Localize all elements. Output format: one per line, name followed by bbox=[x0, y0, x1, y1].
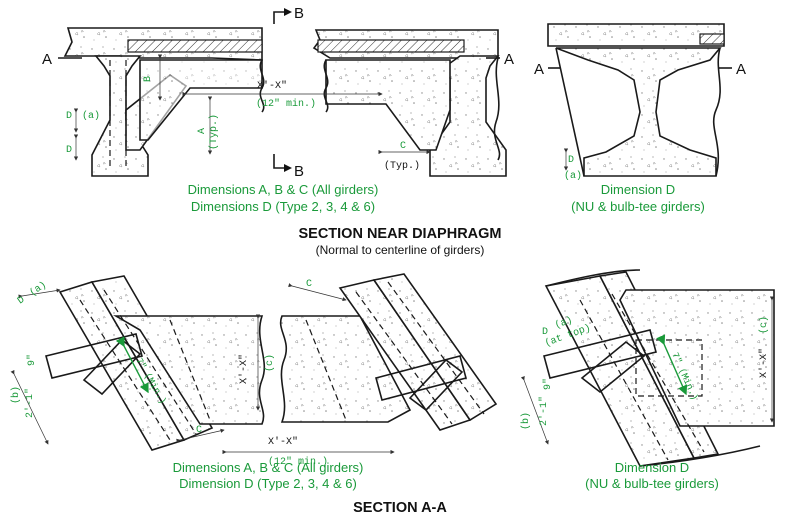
aa-nu-label-xx: X'-X" bbox=[758, 348, 770, 378]
aa-rebar-4 bbox=[387, 281, 485, 415]
aa-diaphragm-right bbox=[279, 315, 412, 423]
aa-dim-c-top bbox=[288, 283, 347, 302]
cut-label-a-nu-left: A bbox=[534, 61, 544, 78]
section-title-diaphragm: SECTION NEAR DIAPHRAGM bbox=[298, 226, 501, 242]
aa-nu-diaphragm bbox=[619, 289, 775, 427]
aa-nu-label-9: 9" bbox=[542, 378, 554, 390]
cut-label-a-left: A bbox=[42, 51, 52, 68]
aa-nu-plate bbox=[543, 329, 657, 379]
aa-label-21: 2'-1" bbox=[24, 388, 36, 418]
haunch-strip-nu bbox=[699, 33, 725, 45]
label-a-paren-nu: (a) bbox=[564, 170, 582, 182]
aa-label-9: 9" bbox=[26, 354, 38, 366]
aa-nu-dim-7min bbox=[656, 334, 688, 396]
section-subtitle-diaphragm: (Normal to centerline of girders) bbox=[316, 243, 485, 257]
aa-dim-21 bbox=[10, 369, 49, 445]
label-d-top: D bbox=[66, 111, 72, 122]
aa-label-c-vert: (c) bbox=[264, 354, 276, 372]
aa-dim-7min bbox=[115, 336, 149, 394]
cut-label-a-nu-right: A bbox=[736, 61, 746, 78]
caption-top-right-1: Dimension D bbox=[601, 182, 675, 197]
aa-label-c-bottom: C bbox=[196, 425, 202, 436]
aa-nu-label-b: (b) bbox=[520, 412, 532, 430]
break-line-right bbox=[323, 59, 329, 113]
cut-label-b-bottom: B bbox=[294, 163, 304, 180]
section-aa-left bbox=[10, 273, 498, 455]
aa-rebar-2 bbox=[103, 289, 197, 435]
label-a: A bbox=[197, 128, 208, 134]
diaphragm-section-left bbox=[58, 8, 507, 177]
aa-nu-label-a: (a) bbox=[553, 314, 574, 331]
aa-label-xx-vert: X'-X" bbox=[238, 354, 250, 384]
label-d-bottom: D bbox=[66, 145, 72, 156]
nu-diaphragm-edge bbox=[555, 47, 585, 177]
aa-label-a: (a) bbox=[27, 279, 49, 299]
deck-slab-nu bbox=[547, 23, 725, 47]
cut-marker-b-top bbox=[273, 11, 286, 24]
aa-nu-label-d: D bbox=[542, 327, 548, 338]
caption-top-left-1: Dimensions A, B & C (All girders) bbox=[188, 182, 379, 197]
haunch-strip-left bbox=[127, 39, 263, 53]
label-c: C bbox=[400, 141, 406, 152]
caption-bottom-right-1: Dimension D bbox=[615, 460, 689, 475]
break-line-left bbox=[259, 59, 265, 113]
caption-bottom-left-2: Dimension D (Type 2, 3, 4 & 6) bbox=[179, 476, 357, 491]
label-d-nu: D bbox=[568, 155, 574, 166]
diaphragm-section-nu bbox=[547, 23, 732, 177]
aa-nu-rebar-1 bbox=[579, 299, 669, 461]
label-xx-top: X'-X" bbox=[257, 80, 287, 92]
label-typ-a: (Typ.) bbox=[208, 114, 220, 150]
aa-label-12min: (12" min.) bbox=[268, 456, 328, 468]
aa-label-c-top: C bbox=[306, 279, 312, 290]
aa-label-d: D bbox=[16, 295, 27, 307]
diaphragm-body-right bbox=[325, 59, 451, 151]
section-aa-nu bbox=[520, 269, 775, 467]
caption-bottom-left-1: Dimensions A, B & C (All girders) bbox=[173, 460, 364, 475]
aa-rebar-3 bbox=[355, 291, 453, 425]
aa-nu-top-edge bbox=[545, 269, 641, 287]
aa-rebar-5 bbox=[169, 319, 211, 421]
aa-nu-label-21: 2'-1" bbox=[538, 396, 550, 426]
label-a-paren-top: (a) bbox=[82, 110, 100, 122]
cut-label-b-top: B bbox=[294, 5, 304, 22]
haunch-strip-right bbox=[317, 39, 465, 53]
aa-label-b: (b) bbox=[10, 386, 22, 404]
aa-nu-bar bbox=[580, 340, 646, 394]
aa-nu-bottom-edge bbox=[639, 445, 761, 467]
aa-rebar-6 bbox=[305, 319, 347, 421]
label-12min-top: (12" min.) bbox=[256, 98, 316, 110]
cut-label-a-right: A bbox=[504, 51, 514, 68]
nu-break-line bbox=[712, 47, 721, 177]
break-line-far bbox=[493, 57, 501, 161]
aa-nu-label-c: (c) bbox=[758, 316, 770, 334]
label-b: B bbox=[143, 76, 154, 82]
section-title-aa: SECTION A-A bbox=[353, 500, 447, 516]
caption-top-right-2: (NU & bulb-tee girders) bbox=[571, 199, 705, 214]
caption-top-left-2: Dimensions D (Type 2, 3, 4 & 6) bbox=[191, 199, 375, 214]
aa-plate-right bbox=[375, 355, 467, 401]
label-typ-c: (Typ.) bbox=[384, 160, 420, 172]
aa-label-xx-bottom: X'-X" bbox=[268, 436, 298, 448]
caption-bottom-right-2: (NU & bulb-tee girders) bbox=[585, 476, 719, 491]
aa-dim-c-bottom bbox=[176, 428, 225, 443]
aa-bar-right bbox=[408, 358, 464, 412]
cut-marker-b-bottom bbox=[273, 154, 286, 169]
aa-dim-d bbox=[18, 288, 61, 299]
aa-nu-dim-21 bbox=[520, 375, 549, 445]
